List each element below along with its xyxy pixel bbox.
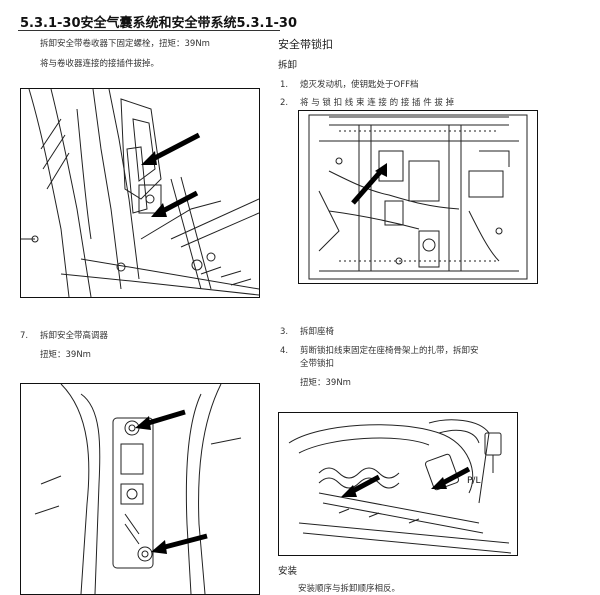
buckle-connector-illustration: [308, 114, 528, 280]
page-header-title: 5.3.1-30安全气囊系统和安全带系统5.3.1-30: [20, 16, 297, 31]
retractor-illustration: [21, 89, 259, 297]
step-1: 1.熄灭发动机，使钥匙处于OFF档: [280, 80, 419, 90]
seat-buckle-illustration: P/L: [288, 419, 512, 554]
arrow-head-top: [135, 416, 151, 430]
retractor-bolt-instruction: 拆卸安全带卷收器下固定螺栓，扭矩：39Nm: [40, 39, 210, 49]
removal-heading: 拆卸: [278, 60, 298, 71]
arrow-head-connector: [375, 163, 387, 177]
arrow-head-buckle-1: [341, 485, 357, 497]
step-4: 4.剪断锁扣线束固定在座椅骨架上的扎带，拆卸安: [280, 346, 479, 356]
step-3: 3.拆卸座椅: [280, 327, 335, 337]
step-2: 2.将 与 锁 扣 线 束 连 接 的 接 插 件 拔 掉: [280, 98, 455, 108]
header-divider: [18, 30, 280, 31]
step-7-torque: 扭矩：39Nm: [40, 350, 91, 360]
retractor-connector-instruction: 将与卷收器连接的接插件拔掉。: [40, 59, 160, 69]
pl-label: P/L: [467, 476, 480, 486]
figure-buckle-connector: [298, 110, 538, 284]
callout-arrow-bottom: [160, 533, 208, 551]
install-instruction: 安装顺序与拆卸顺序相反。: [298, 584, 401, 594]
install-heading: 安装: [278, 566, 298, 577]
height-adjuster-illustration: [34, 384, 242, 594]
step-7: 7.拆卸安全带高调器: [20, 331, 109, 341]
arrow-head-buckle-2: [431, 477, 447, 489]
arrow-head-upper: [141, 151, 157, 165]
figure-seat-buckle: P/L: [278, 412, 518, 556]
figure-retractor: [20, 88, 260, 298]
callout-arrow-upper: [147, 132, 201, 164]
callout-arrow-top: [144, 409, 186, 427]
figure-height-adjuster: [20, 383, 260, 595]
callout-arrow-lower: [157, 190, 199, 216]
callout-arrow-connector: [351, 169, 383, 205]
arrow-head-bottom: [151, 540, 167, 554]
section-title-buckle: 安全带锁扣: [278, 38, 333, 51]
step-4-continued: 全带锁扣: [300, 359, 335, 369]
arrow-head-lower: [151, 203, 167, 217]
step-4-torque: 扭矩：39Nm: [300, 378, 351, 388]
